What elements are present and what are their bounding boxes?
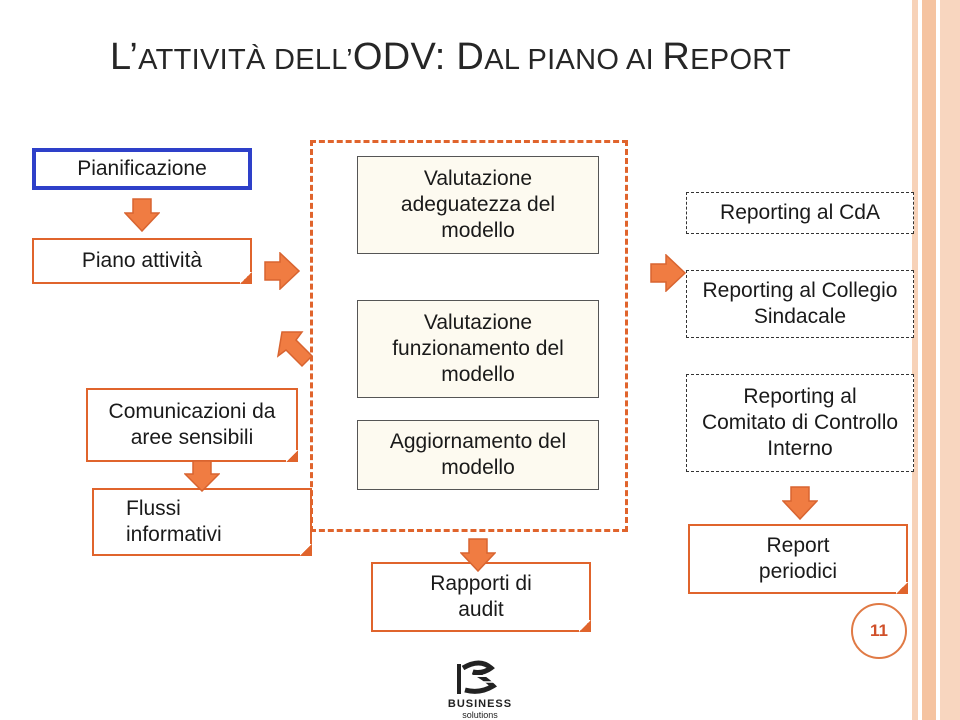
arrow-down-icon <box>124 198 160 232</box>
flussi-informativi-box: Flussi informativi <box>92 488 312 556</box>
logo-name: BUSINESS <box>447 698 513 710</box>
adeguatezza-box: Valutazione adeguatezza del modello <box>357 156 599 254</box>
reporting-collegio-label: Reporting al Collegio Sindacale <box>702 278 898 328</box>
aggiornamento-box: Aggiornamento del modello <box>357 420 599 490</box>
flussi-informativi-label: Flussi informativi <box>126 496 222 546</box>
decorative-stripe <box>940 0 960 720</box>
reporting-collegio-box: Reporting al Collegio Sindacale <box>686 270 914 338</box>
funzionamento-box: Valutazione funzionamento del modello <box>357 300 599 398</box>
arrow-down-icon <box>184 460 220 492</box>
rapporti-audit-box: Rapporti di audit <box>371 562 591 632</box>
pianificazione-label: Pianificazione <box>77 156 207 180</box>
reporting-cda-box: Reporting al CdA <box>686 192 914 234</box>
arrow-down-icon <box>782 486 818 520</box>
piano-attivita-label: Piano attività <box>81 248 203 272</box>
rapporti-audit-label: Rapporti di audit <box>430 571 532 621</box>
comunicazioni-box: Comunicazioni da aree sensibili <box>86 388 298 462</box>
reporting-comitato-box: Reporting al Comitato di Controllo Inter… <box>686 374 914 472</box>
funzionamento-label: Valutazione funzionamento del modello <box>392 310 564 387</box>
report-periodici-label: Report periodici <box>758 533 838 583</box>
arrow-diagonal-icon <box>276 331 314 368</box>
arrow-right-icon <box>650 254 686 292</box>
piano-attivita-box: Piano attività <box>32 238 252 284</box>
decorative-stripe <box>922 0 936 720</box>
page-number: 11 <box>870 621 888 640</box>
model-evaluation-frame <box>310 140 628 532</box>
page-number-badge: 11 <box>851 603 907 659</box>
arrow-right-icon <box>264 252 300 290</box>
comunicazioni-label: Comunicazioni da aree sensibili <box>108 399 276 449</box>
logo-mark-icon <box>457 660 499 694</box>
reporting-cda-label: Reporting al CdA <box>720 200 880 224</box>
business-solutions-logo: BUSINESS solutions <box>425 660 535 720</box>
aggiornamento-label: Aggiornamento del modello <box>389 429 567 479</box>
report-periodici-box: Report periodici <box>688 524 908 594</box>
slide-title: L’ATTIVITÀ DELL’ODV: DAL PIANO AI REPORT <box>110 36 792 78</box>
decorative-stripe <box>912 0 918 720</box>
arrow-down-icon <box>460 538 496 572</box>
adeguatezza-label: Valutazione adeguatezza del modello <box>400 166 556 243</box>
reporting-comitato-label: Reporting al Comitato di Controllo Inter… <box>701 384 899 461</box>
pianificazione-box: Pianificazione <box>32 148 252 190</box>
logo-tagline: solutions <box>462 710 498 720</box>
